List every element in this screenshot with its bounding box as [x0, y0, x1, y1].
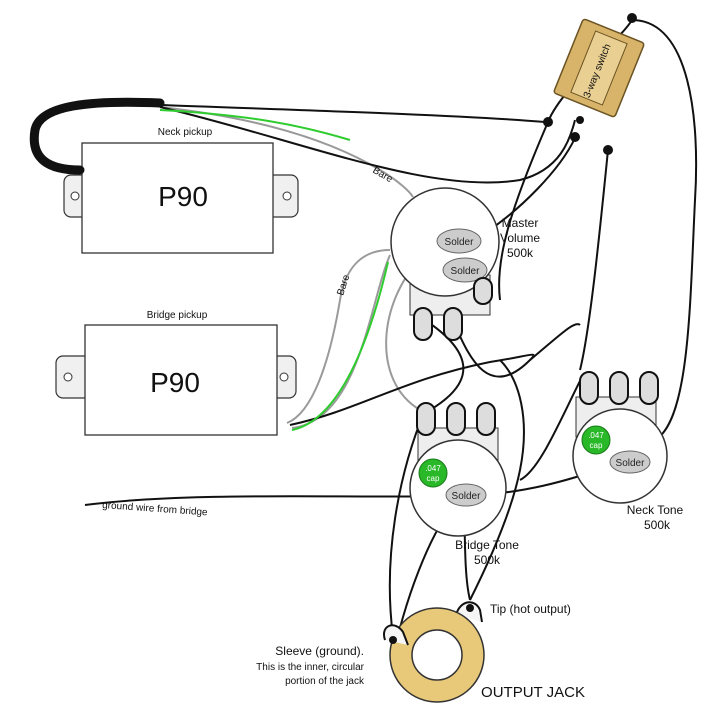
neck-pickup-name: P90 [158, 181, 208, 212]
bridge-tone-name: Bridge Tone [455, 538, 519, 552]
jack-title: OUTPUT JACK [481, 684, 585, 701]
ground-wire-label: ground wire from bridge [102, 500, 209, 518]
output-jack[interactable]: Tip (hot output) Sleeve (ground). This i… [256, 601, 585, 703]
bare-label-lower: Bare [335, 273, 352, 297]
volume-solder-bottom: Solder [451, 266, 481, 277]
jack-sleeve-line1: Sleeve (ground). [275, 644, 364, 658]
bridge-tone-pot[interactable]: .047 cap Solder Bridge Tone 500k [409, 402, 519, 567]
jack-sleeve-line2: This is the inner, circular [256, 662, 364, 673]
volume-value: 500k [507, 246, 534, 260]
bridge-pickup-caption: Bridge pickup [147, 310, 208, 321]
bridge-pickup-name: P90 [150, 367, 200, 398]
neck-tone-pot[interactable]: .047 cap Solder Neck Tone 500k [572, 371, 684, 532]
volume-name-1: Master [502, 216, 539, 230]
neck-tone-name: Neck Tone [627, 503, 684, 517]
bridge-pickup: P90 Bridge pickup [55, 310, 297, 436]
neck-cap-unit: cap [590, 441, 603, 450]
neck-cap-value: .047 [588, 431, 604, 440]
volume-solder-top: Solder [445, 237, 475, 248]
jack-tip-label: Tip (hot output) [490, 602, 571, 616]
neck-tone-solder: Solder [616, 458, 646, 469]
bridge-tone-value: 500k [474, 553, 501, 567]
three-way-switch[interactable]: 3-way switch [543, 13, 645, 155]
bridge-cap-value: .047 [425, 464, 441, 473]
volume-name-2: Volume [500, 231, 540, 245]
neck-tone-value: 500k [644, 518, 671, 532]
neck-pickup: P90 Neck pickup [63, 127, 299, 254]
master-volume-pot[interactable]: Solder Solder Master Volume 500k [390, 187, 540, 341]
bridge-cap-unit: cap [427, 474, 440, 483]
neck-pickup-caption: Neck pickup [158, 127, 213, 138]
jack-sleeve-line3: portion of the jack [285, 676, 365, 687]
bridge-tone-solder: Solder [452, 491, 482, 502]
